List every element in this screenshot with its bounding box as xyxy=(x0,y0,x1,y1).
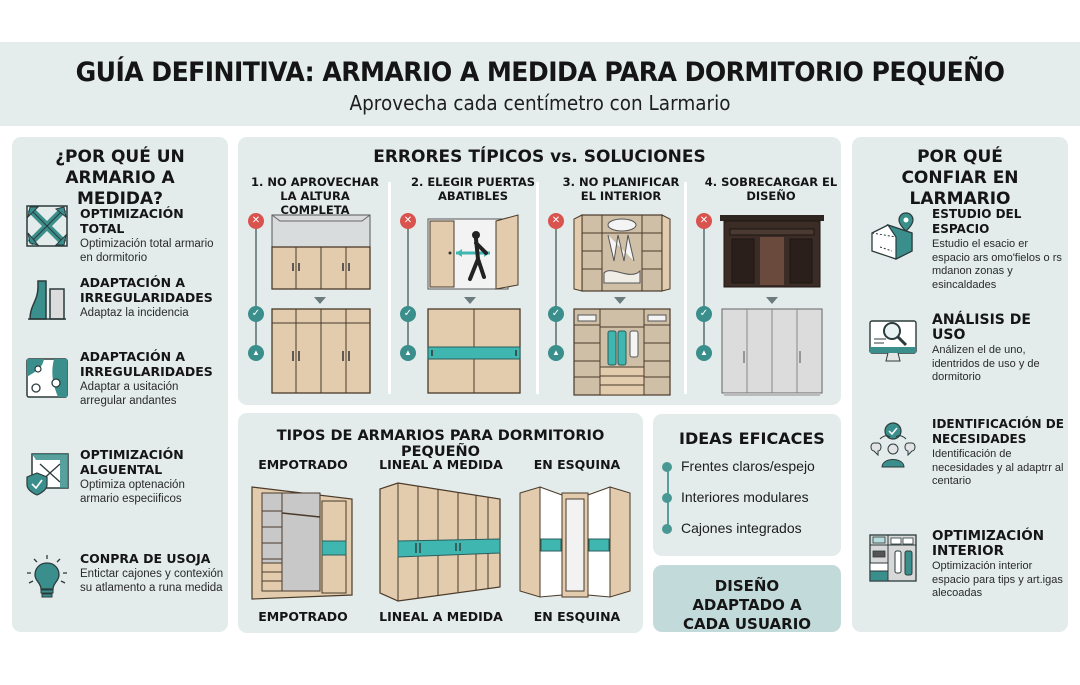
bullet-icon xyxy=(662,524,672,534)
type-label: LINEAL A MEDIDA xyxy=(379,457,503,472)
type-label: EN ESQUINA xyxy=(533,457,621,472)
feature-desc: Entictar cajones y contexión su atlament… xyxy=(80,568,224,594)
thumbs-up-icon: ▲ xyxy=(696,345,712,361)
built-in-wardrobe-illustration xyxy=(251,486,353,600)
sliding-doors-illustration xyxy=(427,308,521,394)
check-mark-icon: ✓ xyxy=(548,306,564,322)
panel-title: ¿POR QUÉ UN ARMARIO A MEDIDA? xyxy=(55,147,185,209)
feature-item: ADAPTACIÓN A IRREGULARIDADES Adaptaz la … xyxy=(12,275,228,355)
divider xyxy=(536,182,539,394)
error-label: 1. NO APROVECHAR LA ALTURA COMPLETA xyxy=(250,175,379,217)
feature-item: ESTUDIO DEL ESPACIO Estudio el esacio er… xyxy=(852,207,1068,297)
panel-title: POR QUÉ CONFIAR EN LARMARIO xyxy=(901,147,1019,209)
feature-desc: Análizen el de uno, identridos de uso y … xyxy=(932,344,1040,383)
panel-title: TIPOS DE ARMARIOS PARA DORMITORIO PEQUEÑ… xyxy=(276,428,605,460)
page-subtitle: Aprovecha cada centímetro con Larmario xyxy=(349,91,731,115)
divider xyxy=(388,182,391,394)
status-rail: ✕ ✓ ▲ xyxy=(696,213,712,393)
feature-item: IDENTIFICACIÓN DE NECESIDADES Identifica… xyxy=(852,417,1068,497)
divider xyxy=(684,182,687,394)
header-banner: GUÍA DEFINITIVA: ARMARIO A MEDIDA PARA D… xyxy=(0,42,1080,126)
feature-heading: ANÁLISIS DE USO xyxy=(932,312,1031,343)
messy-interior-illustration xyxy=(573,214,671,292)
feature-heading: ADAPTACIÓN A IRREGULARIDADES xyxy=(80,349,213,379)
errors-vs-solutions-panel: ERRORES TÍPICOS vs. SOLUCIONES 1. NO APR… xyxy=(238,137,841,405)
type-caption: EMPOTRADO xyxy=(258,609,348,624)
irregular-wall-icon xyxy=(28,280,66,320)
linear-wardrobe-illustration xyxy=(379,482,501,602)
feature-desc: Optimización interior espacio para tips … xyxy=(932,560,1063,599)
overloaded-design-illustration xyxy=(720,215,824,288)
error-mark-icon: ✕ xyxy=(696,213,712,229)
error-column: 2. ELEGIR PUERTAS ABATIBLES ✕ ✓ ▲ xyxy=(390,175,538,400)
feature-item: OPTIMIZACIÓN ALGUENTAL Optimiza optenaci… xyxy=(12,447,228,527)
wardrobe-types-panel: TIPOS DE ARMARIOS PARA DORMITORIO PEQUEÑ… xyxy=(238,413,643,633)
feature-heading: OPTIMIZACIÓN TOTAL xyxy=(80,206,184,236)
error-mark-icon: ✕ xyxy=(248,213,264,229)
error-label: 3. NO PLANIFICAR EL INTERIOR xyxy=(562,175,680,203)
expand-arrows-icon xyxy=(26,205,68,247)
effective-ideas-panel: IDEAS EFICACES Frentes claros/espejo Int… xyxy=(653,414,841,556)
feature-item: ANÁLISIS DE USO Análizen el de uno, iden… xyxy=(852,313,1068,393)
feature-heading: OPTIMIZACIÓN ALGUENTAL xyxy=(80,447,184,477)
status-rail: ✕ ✓ ▲ xyxy=(548,213,564,393)
space-study-icon xyxy=(871,212,914,260)
error-column: 4. SOBRECARGAR EL DISEÑO ✕ ✓ ▲ xyxy=(686,175,838,400)
thumbs-up-icon: ▲ xyxy=(548,345,564,361)
feature-heading: OPTIMIZACIÓN INTERIOR xyxy=(932,528,1045,559)
why-trust-larmario-panel: POR QUÉ CONFIAR EN LARMARIO ESTUDIO DEL … xyxy=(852,137,1068,632)
bullet-icon xyxy=(662,493,672,503)
wardrobe-low-illustration xyxy=(271,214,371,290)
thumbs-up-icon: ▲ xyxy=(248,345,264,361)
feature-desc: Estudio el esacio er espacio ars omo'fie… xyxy=(932,238,1062,291)
why-custom-wardrobe-panel: ¿POR QUÉ UN ARMARIO A MEDIDA? OPTIMIZACI… xyxy=(12,137,228,632)
people-check-icon xyxy=(870,422,916,468)
feature-heading: IDENTIFICACIÓN DE NECESIDADES xyxy=(932,417,1064,446)
error-mark-icon: ✕ xyxy=(400,213,416,229)
minimal-design-illustration xyxy=(721,308,823,396)
feature-desc: Identificación de necesidades y al adapt… xyxy=(932,448,1064,487)
swing-doors-illustration xyxy=(427,214,519,290)
feature-heading: CONPRA DE USOJA xyxy=(80,551,211,566)
feature-item: OPTIMIZACIÓN TOTAL Optimización total ar… xyxy=(12,201,228,281)
wardrobe-interior-icon xyxy=(869,534,917,582)
check-mark-icon: ✓ xyxy=(248,306,264,322)
corner-wardrobe-illustration xyxy=(519,486,631,598)
map-pins-icon xyxy=(26,358,68,398)
error-column: 1. NO APROVECHAR LA ALTURA COMPLETA ✕ ✓ … xyxy=(238,175,386,400)
adapted-design-banner: DISEÑO ADAPTADO A CADA USUARIO xyxy=(653,565,841,633)
page-title: GUÍA DEFINITIVA: ARMARIO A MEDIDA PARA D… xyxy=(75,57,1005,88)
feature-item: OPTIMIZACIÓN INTERIOR Optimización inter… xyxy=(852,529,1068,609)
panel-title: DISEÑO ADAPTADO A CADA USUARIO xyxy=(682,577,812,633)
feature-desc: Adaptaz la incidencia xyxy=(80,307,189,319)
feature-heading: ESTUDIO DEL ESPACIO xyxy=(932,207,1022,236)
status-rail: ✕ ✓ ▲ xyxy=(400,213,416,393)
check-mark-icon: ✓ xyxy=(696,306,712,322)
status-rail: ✕ ✓ ▲ xyxy=(248,213,264,393)
lightbulb-icon xyxy=(27,555,67,598)
type-label: EMPOTRADO xyxy=(258,457,348,472)
error-mark-icon: ✕ xyxy=(548,213,564,229)
panel-title: ERRORES TÍPICOS vs. SOLUCIONES xyxy=(373,147,706,167)
type-caption: EN ESQUINA xyxy=(533,609,621,624)
wardrobe-full-height-illustration xyxy=(271,308,371,394)
shield-expand-icon xyxy=(26,453,69,496)
error-column: 3. NO PLANIFICAR EL INTERIOR ✕ ✓ ▲ xyxy=(538,175,686,400)
monitor-search-icon xyxy=(869,320,917,362)
error-label: 2. ELEGIR PUERTAS ABATIBLES xyxy=(410,175,536,203)
feature-item: CONPRA DE USOJA Entictar cajones y conte… xyxy=(12,551,228,631)
type-caption: LINEAL A MEDIDA xyxy=(379,609,503,624)
check-mark-icon: ✓ xyxy=(400,306,416,322)
error-label: 4. SOBRECARGAR EL DISEÑO xyxy=(704,175,838,203)
thumbs-up-icon: ▲ xyxy=(400,345,416,361)
feature-desc: Optimización total armario en dormitorio xyxy=(80,238,214,264)
organized-interior-illustration xyxy=(573,308,671,396)
feature-desc: Adaptar a usitación arregular andantes xyxy=(80,381,179,407)
feature-desc: Optimiza optenación armario especiificos xyxy=(80,479,185,505)
feature-heading: ADAPTACIÓN A IRREGULARIDADES xyxy=(80,275,213,305)
feature-item: ADAPTACIÓN A IRREGULARIDADES Adaptar a u… xyxy=(12,349,228,429)
bullet-icon xyxy=(662,462,672,472)
panel-title: IDEAS EFICACES xyxy=(679,429,825,448)
